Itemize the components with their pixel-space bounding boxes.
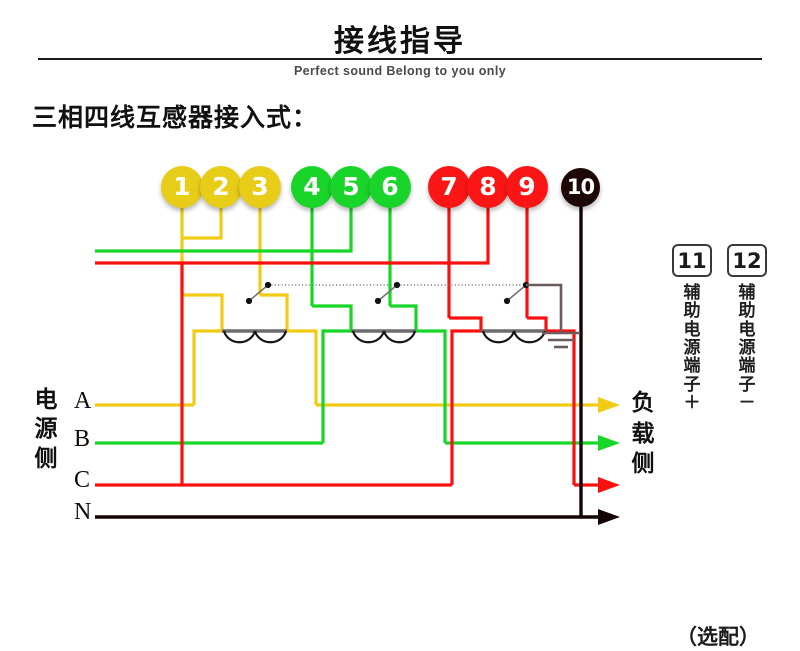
load-arrow-neutral — [598, 509, 620, 525]
page-header: 接线指导 Perfect sound Belong to you only — [0, 0, 800, 92]
source-side-label: 电源侧 — [34, 387, 58, 472]
load-arrow-phase-b — [598, 435, 620, 451]
terminal-6[interactable]: 6 — [369, 166, 411, 208]
aux-terminal-12-label: 辅助电源端子－ — [738, 283, 756, 414]
terminal-7[interactable]: 7 — [428, 166, 470, 208]
terminal-2[interactable]: 2 — [200, 166, 242, 208]
phase-c-wiring — [95, 184, 598, 487]
terminal-5[interactable]: 5 — [330, 166, 372, 208]
phase-c-left-rail — [95, 261, 184, 485]
terminal-10[interactable]: 10 — [561, 168, 600, 207]
wiring-diagram: 1 2 3 4 5 6 7 8 9 10 A B C N 电源侧 负载侧 11 … — [0, 140, 800, 649]
aux-terminal-12-group[interactable]: 12 辅助电源端子－ — [727, 244, 767, 413]
terminal-1[interactable]: 1 — [161, 166, 203, 208]
page-title: 接线指导 — [334, 24, 466, 59]
phase-label-b: B — [74, 426, 91, 452]
aux-terminal-11-group[interactable]: 11 辅助电源端子＋ — [672, 244, 712, 413]
title-divider — [38, 58, 762, 60]
terminal-8[interactable]: 8 — [467, 166, 509, 208]
page-subtitle: Perfect sound Belong to you only — [293, 64, 507, 78]
terminal-4[interactable]: 4 — [291, 166, 333, 208]
phase-label-c: C — [74, 467, 91, 493]
phase-label-n: N — [74, 499, 92, 525]
phase-a-wiring — [95, 184, 598, 407]
terminal-9[interactable]: 9 — [506, 166, 548, 208]
section-heading: 三相四线互感器接入式： — [32, 103, 319, 132]
terminal-3[interactable]: 3 — [239, 166, 281, 208]
neutral-wiring — [95, 187, 598, 519]
ct-core-phase-c — [481, 329, 547, 344]
aux-optional-note: （选配） — [676, 625, 760, 649]
load-arrow-phase-a — [598, 397, 620, 413]
ct-ground-link — [245, 281, 530, 305]
aux-terminal-12-box[interactable]: 12 — [727, 244, 767, 277]
ct-core-phase-a — [222, 329, 288, 344]
earth-ground-icon — [526, 283, 580, 349]
aux-terminal-11-box[interactable]: 11 — [672, 244, 712, 277]
phase-label-a: A — [74, 388, 92, 414]
ct-core-phase-b — [351, 329, 417, 344]
load-side-label: 负载侧 — [631, 390, 655, 478]
load-arrow-phase-c — [598, 477, 620, 493]
aux-terminal-11-label: 辅助电源端子＋ — [683, 283, 701, 414]
